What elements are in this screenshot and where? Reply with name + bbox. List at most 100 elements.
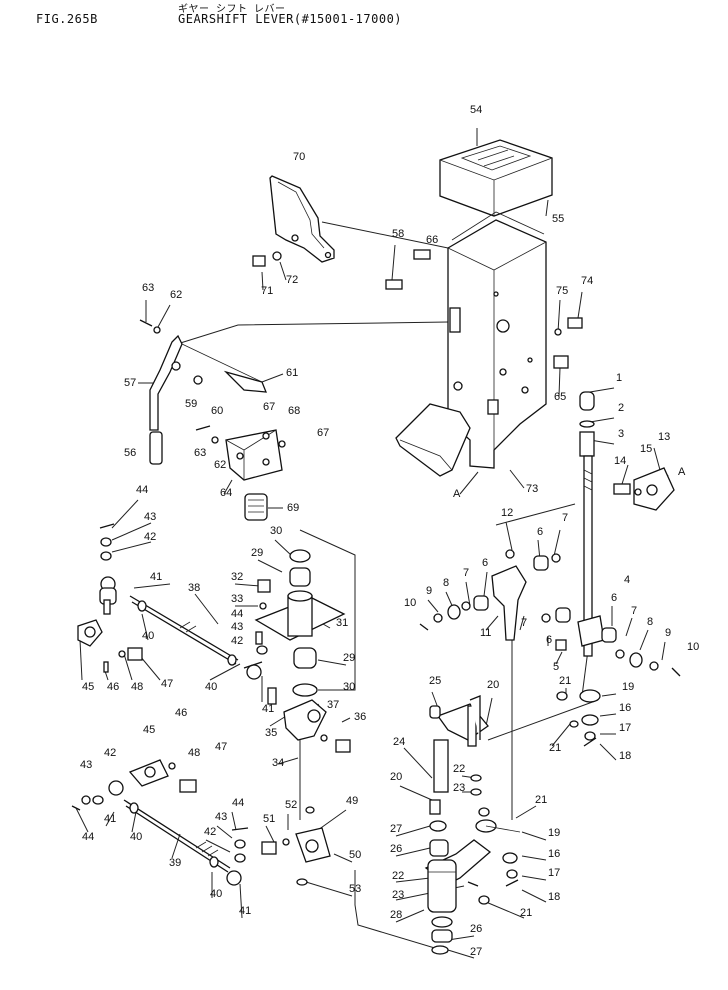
part-54-cap [439,139,553,217]
callout-c10b: 10 [687,641,699,653]
callout-c68: 68 [288,405,300,417]
callout-c43a: 43 [144,511,156,523]
callout-c35: 35 [265,727,277,739]
callout-c22a: 22 [453,763,465,775]
figure-number: FIG.265B [36,12,98,26]
callout-c26b: 26 [470,923,482,935]
callout-c18a: 18 [619,750,631,762]
callout-c64: 64 [220,487,232,499]
callout-c7a: 7 [562,512,568,524]
callout-c72: 72 [286,274,298,286]
callout-c23b: 23 [392,889,404,901]
callout-c41a: 41 [150,571,162,583]
callout-c27a: 27 [390,823,402,835]
callout-c63a: 63 [142,282,154,294]
part-64-bracket [195,425,286,521]
callout-c12: 12 [501,507,513,519]
callout-c52: 52 [285,799,297,811]
callout-c4: 4 [624,574,630,586]
callout-c54: 54 [470,104,482,116]
callout-c21c: 21 [535,794,547,806]
callout-c31: 31 [336,617,348,629]
callout-c46b: 46 [175,707,187,719]
callout-c67b: 67 [317,427,329,439]
callout-c67a: 67 [263,401,275,413]
callout-c20a: 20 [487,679,499,691]
part-19-28-lower-assembly [424,689,601,955]
callout-c23a: 23 [453,782,465,794]
english-title: GEARSHIFT LEVER(#15001-17000) [178,12,403,26]
callout-c7c: 7 [521,617,527,629]
callout-c6a: 6 [537,526,543,538]
callout-c47a: 47 [161,678,173,690]
callout-c46a: 46 [107,681,119,693]
callout-c65: 65 [554,391,566,403]
callout-c8b: 8 [647,616,653,628]
callout-c69: 69 [287,502,299,514]
callout-c61: 61 [286,367,298,379]
callout-c28: 28 [390,909,402,921]
callout-c3: 3 [618,428,624,440]
part-38-upper-rod [77,523,268,680]
callout-c75: 75 [556,285,568,297]
callout-c11: 11 [480,627,491,639]
callout-c15: 15 [640,443,652,455]
callout-c58: 58 [392,228,404,240]
callout-c32: 32 [231,571,243,583]
callout-c13: 13 [658,431,670,443]
callout-c9a: 9 [426,585,432,597]
callout-c39: 39 [169,857,181,869]
callout-c42c: 42 [104,747,116,759]
callout-c44d: 44 [82,831,94,843]
callout-c40b: 40 [205,681,217,693]
callout-c48b: 48 [188,747,200,759]
callout-c55: 55 [552,213,564,225]
callout-c60: 60 [211,405,223,417]
part-58-66-bolts [385,249,431,290]
callout-c2: 2 [618,402,624,414]
callout-c44a: 44 [136,484,148,496]
part-74-75-65 [553,317,583,369]
callout-c30a: 30 [270,525,282,537]
callout-c29a: 29 [251,547,263,559]
callout-c10a: 10 [404,597,416,609]
callout-c33: 33 [231,593,243,605]
callout-c41c: 41 [104,813,116,825]
leader-lines [75,128,669,959]
callout-c63b: 63 [194,447,206,459]
callout-c16b: 16 [548,848,560,860]
callout-c43b: 43 [231,621,243,633]
callout-c41d: 41 [239,905,251,917]
callout-c40c: 40 [130,831,142,843]
part-39-lower-rod [71,759,249,886]
callout-c7d: 7 [631,605,637,617]
part-11-pivot [419,549,681,677]
callout-c57: 57 [124,377,136,389]
part-1-4-shift-rod [577,391,675,657]
callout-c42b: 42 [231,635,243,647]
callout-c8a: 8 [443,577,449,589]
part-29-33-mount [254,549,346,697]
callout-c36: 36 [354,711,366,723]
callout-c24: 24 [393,736,405,748]
part-70-handle [269,175,335,263]
callout-c17b: 17 [548,867,560,879]
callout-c43d: 43 [215,811,227,823]
callout-c48a: 48 [131,681,143,693]
part-71-72-bolt [252,251,282,267]
callout-c26a: 26 [390,843,402,855]
callout-c6c: 6 [546,634,552,646]
callout-c30b: 30 [343,681,355,693]
callout-c25: 25 [429,675,441,687]
callout-c70: 70 [293,151,305,163]
part-35-37-arm [267,687,351,753]
callout-c40d: 40 [210,888,222,900]
callout-c20b: 20 [390,771,402,783]
callout-c18b: 18 [548,891,560,903]
callout-c6d: 6 [611,592,617,604]
callout-c37: 37 [327,699,339,711]
callout-c62a: 62 [170,289,182,301]
callout-c6b: 6 [482,557,488,569]
